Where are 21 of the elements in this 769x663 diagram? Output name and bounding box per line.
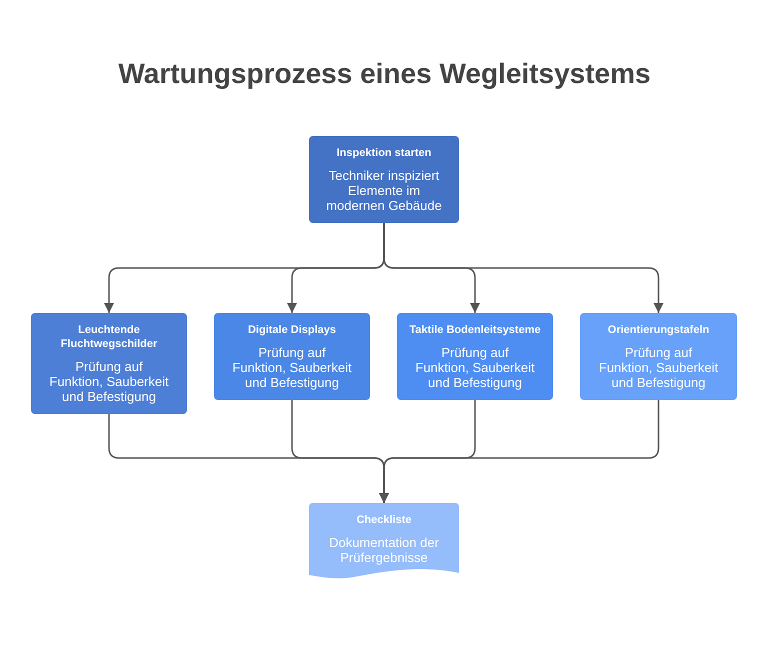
- box-heading: Orientierungstafeln: [608, 323, 710, 337]
- process-box: [31, 313, 187, 414]
- box-text: Dokumentation der Prüfergebnisse: [328, 535, 440, 565]
- process-box: [397, 313, 553, 400]
- process-box: [580, 313, 737, 400]
- process-box: [309, 136, 459, 223]
- box-text: Techniker inspiziert Elemente im modernen Gebäude: [325, 168, 443, 213]
- box-heading: Taktile Bodenleitsysteme: [409, 323, 541, 337]
- arrow: [379, 400, 660, 503]
- document-box: [309, 503, 459, 579]
- box-text: Prüfung auf Funktion, Sauberkeit und Befestigung: [414, 345, 536, 390]
- box-heading: Checkliste: [356, 513, 412, 527]
- process-box: [214, 313, 370, 400]
- box-text: Prüfung auf Funktion, Sauberkeit und Befestigung: [231, 345, 353, 390]
- diagram-title: Wartungsprozess eines Wegleitsystems: [118, 58, 651, 90]
- arrow: [383, 223, 664, 313]
- box-heading: Inspektion starten: [336, 146, 432, 160]
- box-heading: Digitale Displays: [248, 323, 336, 337]
- box-text: Prüfung auf Funktion, Sauberkeit und Befestigung: [48, 359, 170, 404]
- box-heading: Leuchtende Fluchtwegschilder: [60, 323, 158, 351]
- box-text: Prüfung auf Funktion, Sauberkeit und Befestigung: [598, 345, 720, 390]
